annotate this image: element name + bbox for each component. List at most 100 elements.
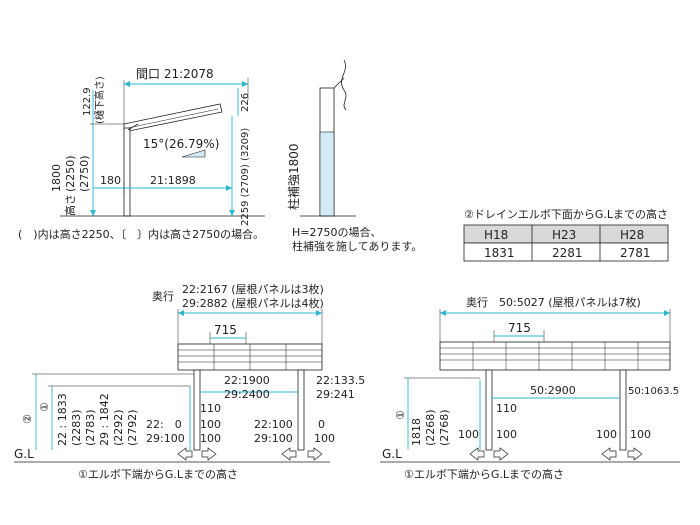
post-top-break: [333, 77, 345, 89]
bl-arrow-right-1: [201, 447, 217, 461]
bl-left-29: 29:100: [146, 432, 185, 445]
br-p100b: 100: [496, 428, 517, 441]
bl-2400-label: 29:2400: [224, 388, 270, 401]
bl-depth-arrow-l: [178, 310, 184, 316]
br-v2768: (2768): [438, 409, 451, 446]
span-dim-arrow-right: [242, 81, 248, 87]
right-vert-label: 2259 (2709) (3209): [240, 128, 251, 226]
bl-133-label: 22:133.5: [316, 374, 365, 387]
left-vert-arrow: [90, 210, 96, 216]
br-roof: [439, 341, 671, 371]
bl-r29: 29:100: [254, 432, 293, 445]
drain-header-h23: H23: [552, 228, 576, 242]
bl-circ2: ②: [21, 414, 34, 424]
br-2900-label: 50:2900: [530, 384, 576, 397]
br-v1818: 1818: [410, 418, 423, 446]
br-arrow-left-1: [469, 447, 485, 461]
drain-header-h28: H28: [620, 228, 644, 242]
span-dim-arrow-left: [124, 81, 130, 87]
bottom-left-elevation: 奥行 22:2167 (屋根パネルは3枚) 29:2882 (屋根パネルは4枚)…: [14, 282, 365, 481]
bl-roof-slats: [178, 344, 322, 370]
top-note: ( )内は高さ2250、〔 〕内は高さ2750の場合。: [18, 227, 264, 241]
br-110-label: 110: [496, 402, 517, 415]
br-p100c: 100: [596, 428, 617, 441]
post-bracket: [127, 123, 139, 131]
bl-r0: 0: [318, 418, 325, 431]
height-label: 高さ: [63, 194, 77, 216]
gutter-drop-note: (樋下高さ): [93, 76, 106, 124]
bl-arrow-left-2: [281, 447, 297, 461]
br-depth-arrow-r: [664, 310, 670, 316]
top-mid-post-detail: 柱補強1800 H=2750の場合、 柱補強を施してあります。: [286, 59, 422, 253]
bl-1900-label: 22:1900: [224, 374, 270, 387]
bl-r22: 22:100: [254, 418, 293, 431]
bl-110-label: 110: [200, 402, 221, 415]
br-1063-label: 50:1063.5: [628, 386, 679, 397]
drain-header-h18: H18: [484, 228, 508, 242]
right-vert-arrow: [229, 210, 235, 216]
br-caption: ①エルボ下端からG.Lまでの高さ: [404, 467, 564, 481]
slope-triangle: [181, 149, 206, 158]
d180-label: 180: [100, 174, 121, 187]
post-note-2: 柱補強を施してあります。: [292, 239, 422, 253]
br-depth-arrow-l: [440, 310, 446, 316]
bl-depth-arrow-r: [316, 310, 322, 316]
bl-v2792: (2792): [126, 409, 139, 446]
bl-depth-29: 29:2882 (屋根パネルは4枚): [182, 296, 324, 310]
drain-value-h23: 2281: [552, 246, 583, 260]
bl-v22: 22 : 1833: [56, 393, 69, 446]
roof-rise-label: 226: [240, 93, 251, 112]
bl-caption: ①エルボ下端からG.Lまでの高さ: [78, 467, 238, 481]
br-arrow-right-2: [627, 447, 643, 461]
bl-depth-22: 22:2167 (屋根パネルは3枚): [182, 282, 324, 296]
bl-v2783: (2783): [84, 409, 97, 446]
bl-p100b: 100: [200, 432, 221, 445]
drain-value-h28: 2781: [620, 246, 651, 260]
span-label: 間口 21:2078: [136, 67, 214, 81]
post-reinforcement: [319, 131, 335, 217]
bl-arrow-right-2: [307, 447, 323, 461]
bl-post-right: [297, 369, 305, 451]
br-post-left: [485, 369, 493, 451]
drain-table-title: ②ドレインエルボ下面からG.Lまでの高さ: [464, 207, 668, 221]
height-2250: (2250): [64, 155, 77, 192]
br-p100a: 100: [458, 428, 479, 441]
bl-v2283: (2283): [70, 409, 83, 446]
gutter-drop-label: 122.9: [82, 87, 93, 116]
br-p100d: 100: [630, 428, 651, 441]
bl-715-label: 715: [214, 323, 237, 337]
bl-p100a: 100: [200, 418, 221, 431]
bl-depth-label: 奥行: [152, 289, 174, 303]
br-v2268: (2268): [424, 409, 437, 446]
br-post-right: [619, 369, 627, 451]
bl-v29: 29 : 1842: [98, 393, 111, 446]
bl-241-label: 29:241: [316, 388, 355, 401]
post-label: 柱補強1800: [286, 143, 301, 210]
slope-label: 15°(26.79%): [143, 137, 219, 151]
roof-inner-line: [127, 108, 219, 129]
br-roof-slats: [440, 342, 670, 370]
d1898-label: 21:1898: [150, 174, 196, 187]
br-depth-label: 奥行 50:5027 (屋根パネルは7枚): [466, 295, 641, 309]
base-dim-arrow: [226, 185, 232, 191]
break-line: [341, 59, 347, 111]
roof-beam: [123, 103, 223, 133]
top-left-elevation: 間口 21:2078 15°(26.79%) 122.9 (樋下高さ) 226 …: [18, 67, 265, 241]
bl-circ1: ①: [38, 402, 51, 412]
br-715-label: 715: [508, 321, 531, 335]
bl-left-22: 22: 0: [146, 418, 182, 431]
height-2750: (2750): [78, 155, 91, 192]
bl-r100: 100: [314, 432, 335, 445]
post-note-1: H=2750の場合、: [292, 225, 381, 239]
height-1800: 1800: [50, 164, 63, 192]
br-gl-label: G.L: [382, 447, 402, 461]
br-circ1: ①: [394, 410, 407, 420]
bottom-right-elevation: 奥行 50:5027 (屋根パネルは7枚) 715 50:2: [380, 295, 680, 481]
post: [123, 127, 131, 217]
bl-gl-label: G.L: [14, 447, 34, 461]
drain-table: ②ドレインエルボ下面からG.Lまでの高さ H18 H23 H28 1831 22…: [463, 207, 669, 262]
br-arrow-right-1: [493, 447, 509, 461]
bl-arrow-left-1: [177, 447, 193, 461]
drain-value-h18: 1831: [484, 246, 515, 260]
